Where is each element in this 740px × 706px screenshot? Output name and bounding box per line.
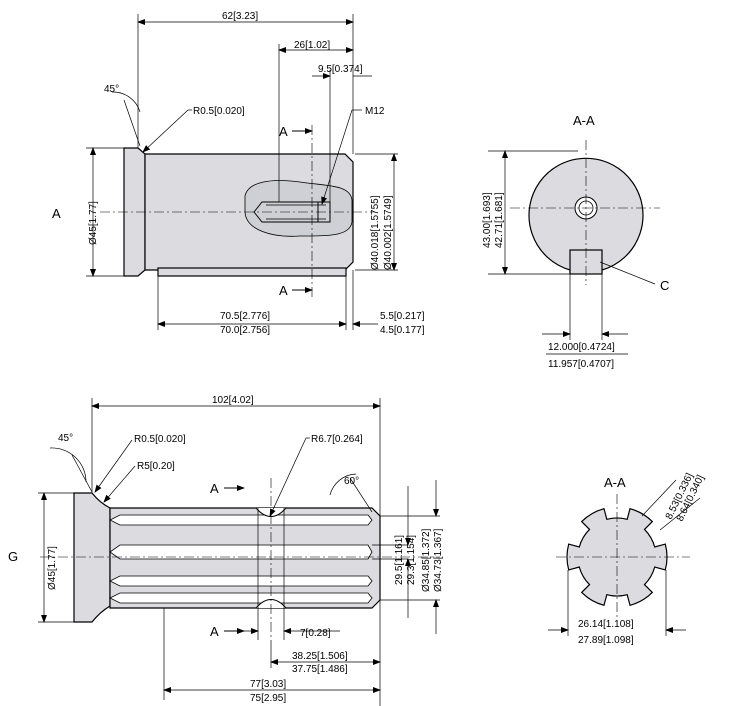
key-width-max: 12.000[0.4724] [548,342,615,353]
section-mark-top: A [279,124,288,139]
groove-width-label: 7[0.28] [300,628,331,639]
spline-angle-label: 45° [58,433,73,444]
spline-flange-diameter: Ø45[1.77] [47,546,58,590]
spline-flange [73,492,111,623]
key-strip [157,267,347,277]
spline-angle-60: 60° [344,476,359,487]
flange-diameter-label: Ø45[1.77] [88,201,99,245]
groove-pos-max: 38.25[1.506] [292,651,348,662]
groove-pos-min: 37.75[1.486] [292,664,348,675]
spline-radius-fillet: R5[0.20] [137,461,175,472]
pin-dim-a: 26.14[1.108] [578,619,634,630]
spline-section-mark-top: A [210,481,219,496]
top-side-view: Ø45[1.77] A 62[3.23] 26[1.02] 9.5[0.374]… [52,11,425,336]
key-length-min: 70.0[2.756] [220,325,270,336]
spline-major-a: Ø34.85[1.372] [421,528,432,592]
section-mark-bottom: A [279,283,288,298]
shaft-diameter-max: Ø40.018[1.5755] [370,195,381,270]
total-length-label: 62[3.23] [222,11,258,22]
pin-dim-b: 27.89[1.098] [578,635,634,646]
key-offset-max: 5.5[0.217] [380,311,425,322]
key-callout: C [660,278,669,293]
shaft-diameter-min: Ø40.002[1.5749] [383,195,394,270]
top-section-view: A-A 43.00[1.693] 42.71[1.681] C 12.000[0… [482,113,669,370]
section-height-min: 42.71[1.681] [494,192,505,248]
spline-minor-a: 29.5[1.161] [394,535,405,585]
threaded-hole [253,201,331,223]
spline-length-min: 75[2.95] [250,693,286,704]
bottom-section-view: A-A 8.64[0.340] 8.53[0.336] 26.14[1.108]… [548,471,707,646]
spline-minor-b: 29.3[1.154] [406,535,417,585]
hole-offset-label: 26[1.02] [294,40,330,51]
key-width-min: 11.957[0.4707] [548,359,614,370]
hole-depth-label: 9.5[0.374] [318,64,363,75]
key-length-max: 70.5[2.776] [220,311,270,322]
spline-radius-small: R0.5[0.020] [134,434,186,445]
angle-label: 45° [104,84,119,95]
groove-radius-label: R6.7[0.264] [311,434,363,445]
spline-grooves [109,514,373,604]
spline-total-length: 102[4.02] [212,395,254,406]
thread-label: M12 [365,106,385,117]
bottom-section-title: A-A [604,475,626,490]
section-height-max: 43.00[1.693] [482,192,493,248]
view-label-g: G [8,549,18,564]
cutaway-region [244,180,353,237]
spline-major-b: Ø34.73[1.367] [433,528,444,592]
spline-length-max: 77[3.03] [250,679,286,690]
top-section-title: A-A [573,113,595,128]
bottom-side-view: G Ø45[1.77] 102[4.02] 45° R0.5[0.020] R5… [8,395,444,706]
spline-section-mark-bottom: A [210,624,219,639]
view-label-a: A [52,206,61,221]
radius-label: R0.5[0.020] [193,106,245,117]
key-offset-min: 4.5[0.177] [380,325,425,336]
